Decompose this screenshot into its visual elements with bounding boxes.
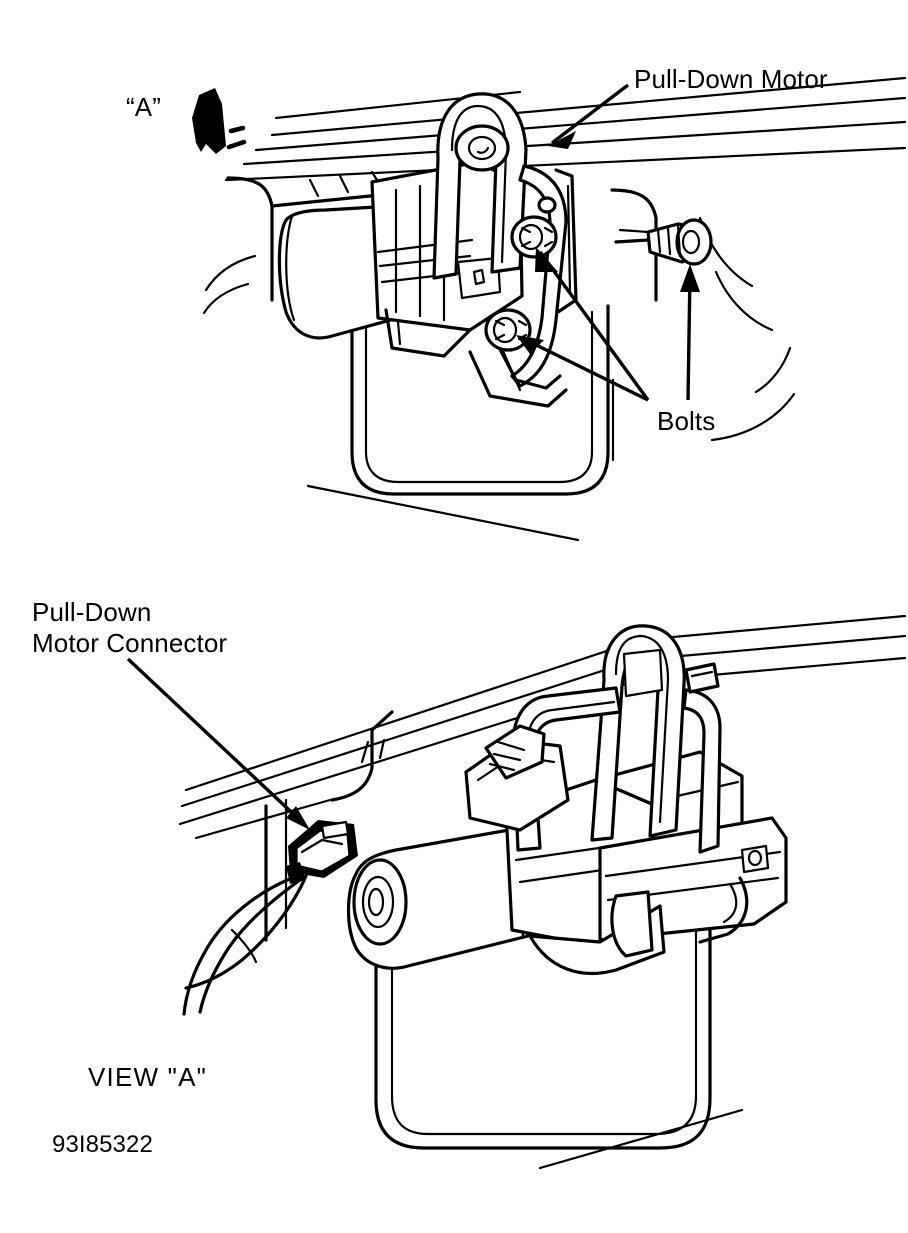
wire-harness-leads xyxy=(182,874,308,1016)
motor-housing-skirt xyxy=(384,308,472,358)
view-direction-arrow-icon xyxy=(192,88,247,154)
bracket-backing-plate xyxy=(554,168,578,314)
right-bracket-arm xyxy=(682,688,749,944)
bracket-hole xyxy=(537,196,557,214)
body-panel-opening-lower-view xyxy=(374,840,744,1170)
callout-pull-down-motor-connector: Pull-Down Motor Connector xyxy=(32,597,228,658)
pull-down-motor-assembly-detail xyxy=(346,624,788,975)
harness-tab xyxy=(684,662,720,694)
housing-clip-cluster xyxy=(464,724,570,832)
callout-pull-down-motor: Pull-Down Motor xyxy=(634,64,828,94)
figure-number: 93I85322 xyxy=(52,1131,153,1158)
bottom-view-group xyxy=(126,614,907,1170)
motor-housing-lug xyxy=(528,890,666,975)
body-panel-flange-lower-view xyxy=(264,710,394,942)
pull-down-motor-connector xyxy=(286,820,358,884)
callout-bolts: Bolts xyxy=(657,406,716,436)
bolt-head-installed-upper xyxy=(510,215,558,259)
leader-bolts xyxy=(516,247,700,462)
pull-down-motor-assembly-top xyxy=(277,92,713,408)
leader-connector xyxy=(126,657,310,830)
motor-cylinder-body-detail xyxy=(346,826,530,970)
striker-pivot-boss xyxy=(454,124,510,172)
body-panel-right-contour xyxy=(610,188,796,442)
body-panel-left-flange xyxy=(202,176,274,315)
view-direction-label: “A” xyxy=(126,92,161,122)
top-view-group xyxy=(192,76,907,542)
latch-striker-loop-detail xyxy=(590,624,686,842)
loose-bolt-threaded xyxy=(614,218,713,266)
bolt-head-installed-lower xyxy=(484,308,532,352)
motor-cylinder-body xyxy=(277,204,400,340)
leader-pull-down-motor xyxy=(548,83,630,149)
body-panel-opening xyxy=(306,304,610,542)
view-a-caption: VIEW "A" xyxy=(88,1062,208,1092)
